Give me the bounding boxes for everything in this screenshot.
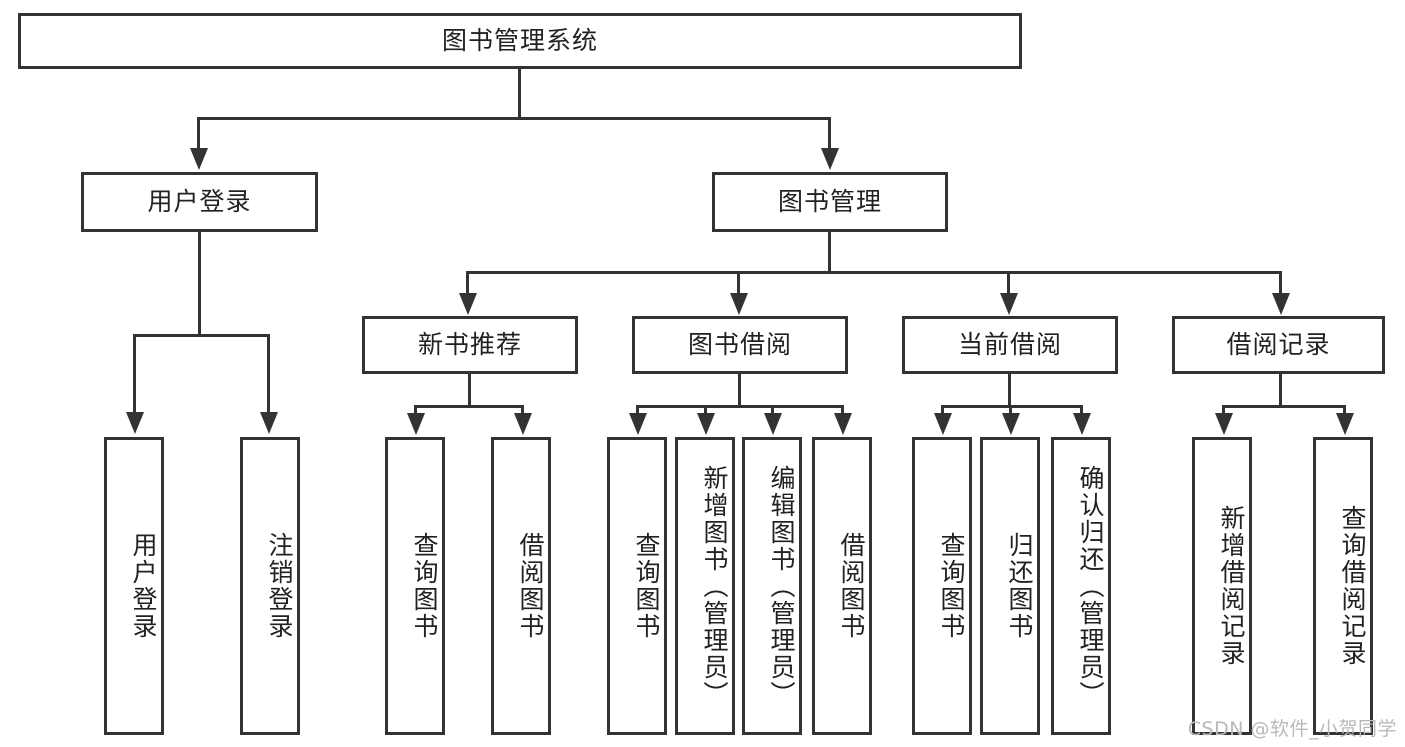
connector-bm-to-new-book [466, 271, 469, 295]
connector-root-stem [518, 69, 521, 117]
connector-bb-to-leaf-4 [841, 405, 844, 415]
node-borrow-record[interactable]: 借阅记录 [1172, 316, 1385, 374]
node-new-book-recommend[interactable]: 新书推荐 [362, 316, 578, 374]
connector-new-book-to-leaf-2 [521, 405, 524, 415]
connector-new-book-split-bar [414, 405, 524, 408]
leaf-book-borrow-add-book-admin[interactable]: 新增图书（管理员） [675, 437, 735, 735]
connector-bm-to-book-borrow [737, 271, 740, 295]
node-root-book-management-system[interactable]: 图书管理系统 [18, 13, 1022, 69]
arrowhead-root-to-book-management [821, 148, 839, 170]
connector-br-to-leaf-2 [1343, 405, 1346, 415]
connector-root-split-bar [197, 117, 831, 120]
leaf-book-borrow-edit-book-admin[interactable]: 编辑图书（管理员） [742, 437, 802, 735]
connector-cb-to-leaf-1 [941, 405, 944, 415]
connector-borrow-record-stem [1279, 374, 1282, 405]
connector-book-management-split-bar [466, 271, 1282, 274]
connector-book-borrow-stem [738, 374, 741, 405]
arrowhead-cb-leaf-3 [1073, 413, 1091, 435]
leaf-new-book-borrow-book[interactable]: 借阅图书 [491, 437, 551, 735]
arrowhead-root-to-user-login [190, 148, 208, 170]
arrowhead-bm-to-current-borrow [1000, 293, 1018, 315]
connector-cb-to-leaf-2 [1009, 405, 1012, 415]
connector-book-borrow-split-bar [636, 405, 844, 408]
node-current-borrow[interactable]: 当前借阅 [902, 316, 1118, 374]
arrowhead-bb-leaf-3 [764, 413, 782, 435]
connector-new-book-to-leaf-1 [414, 405, 417, 415]
node-book-management[interactable]: 图书管理 [712, 172, 948, 232]
arrowhead-bm-to-new-book [459, 293, 477, 315]
connector-bm-to-current-borrow [1007, 271, 1010, 295]
leaf-borrow-record-add-record[interactable]: 新增借阅记录 [1192, 437, 1252, 735]
leaf-user-login-login[interactable]: 用户登录 [104, 437, 164, 735]
connector-new-book-stem [468, 374, 471, 405]
arrowhead-user-login-leaf-1 [126, 412, 144, 434]
arrowhead-new-book-leaf-1 [407, 413, 425, 435]
arrowhead-bb-leaf-1 [629, 413, 647, 435]
leaf-new-book-query-book[interactable]: 查询图书 [385, 437, 445, 735]
leaf-borrow-record-query-record[interactable]: 查询借阅记录 [1313, 437, 1373, 735]
connector-current-borrow-stem [1008, 374, 1011, 405]
connector-book-management-stem [828, 232, 831, 271]
leaf-current-borrow-return-book[interactable]: 归还图书 [980, 437, 1040, 735]
arrowhead-bb-leaf-2 [697, 413, 715, 435]
arrowhead-bm-to-book-borrow [730, 293, 748, 315]
leaf-current-borrow-query-book[interactable]: 查询图书 [912, 437, 972, 735]
leaf-book-borrow-query-book[interactable]: 查询图书 [607, 437, 667, 735]
arrowhead-cb-leaf-2 [1002, 413, 1020, 435]
connector-user-login-stem [198, 232, 201, 334]
connector-bb-to-leaf-1 [636, 405, 639, 415]
connector-bm-to-borrow-record [1279, 271, 1282, 295]
connector-user-login-split-bar [133, 334, 270, 337]
node-book-borrow[interactable]: 图书借阅 [632, 316, 848, 374]
connector-root-to-user-login [197, 117, 200, 150]
leaf-user-login-logout[interactable]: 注销登录 [240, 437, 300, 735]
arrowhead-new-book-leaf-2 [514, 413, 532, 435]
connector-bb-to-leaf-2 [704, 405, 707, 415]
arrowhead-bb-leaf-4 [834, 413, 852, 435]
leaf-current-borrow-confirm-return-admin[interactable]: 确认归还（管理员） [1051, 437, 1111, 735]
arrowhead-br-leaf-2 [1336, 413, 1354, 435]
connector-cb-to-leaf-3 [1080, 405, 1083, 415]
connector-bb-to-leaf-3 [771, 405, 774, 415]
arrowhead-br-leaf-1 [1215, 413, 1233, 435]
connector-br-to-leaf-1 [1222, 405, 1225, 415]
arrowhead-user-login-leaf-2 [260, 412, 278, 434]
connector-user-login-to-leaf-2 [267, 334, 270, 414]
arrowhead-bm-to-borrow-record [1272, 293, 1290, 315]
connector-root-to-book-management [828, 117, 831, 150]
connector-borrow-record-split-bar [1222, 405, 1346, 408]
connector-user-login-to-leaf-1 [133, 334, 136, 414]
connector-current-borrow-split-bar [941, 405, 1083, 408]
leaf-book-borrow-borrow-book[interactable]: 借阅图书 [812, 437, 872, 735]
arrowhead-cb-leaf-1 [934, 413, 952, 435]
node-user-login[interactable]: 用户登录 [81, 172, 318, 232]
